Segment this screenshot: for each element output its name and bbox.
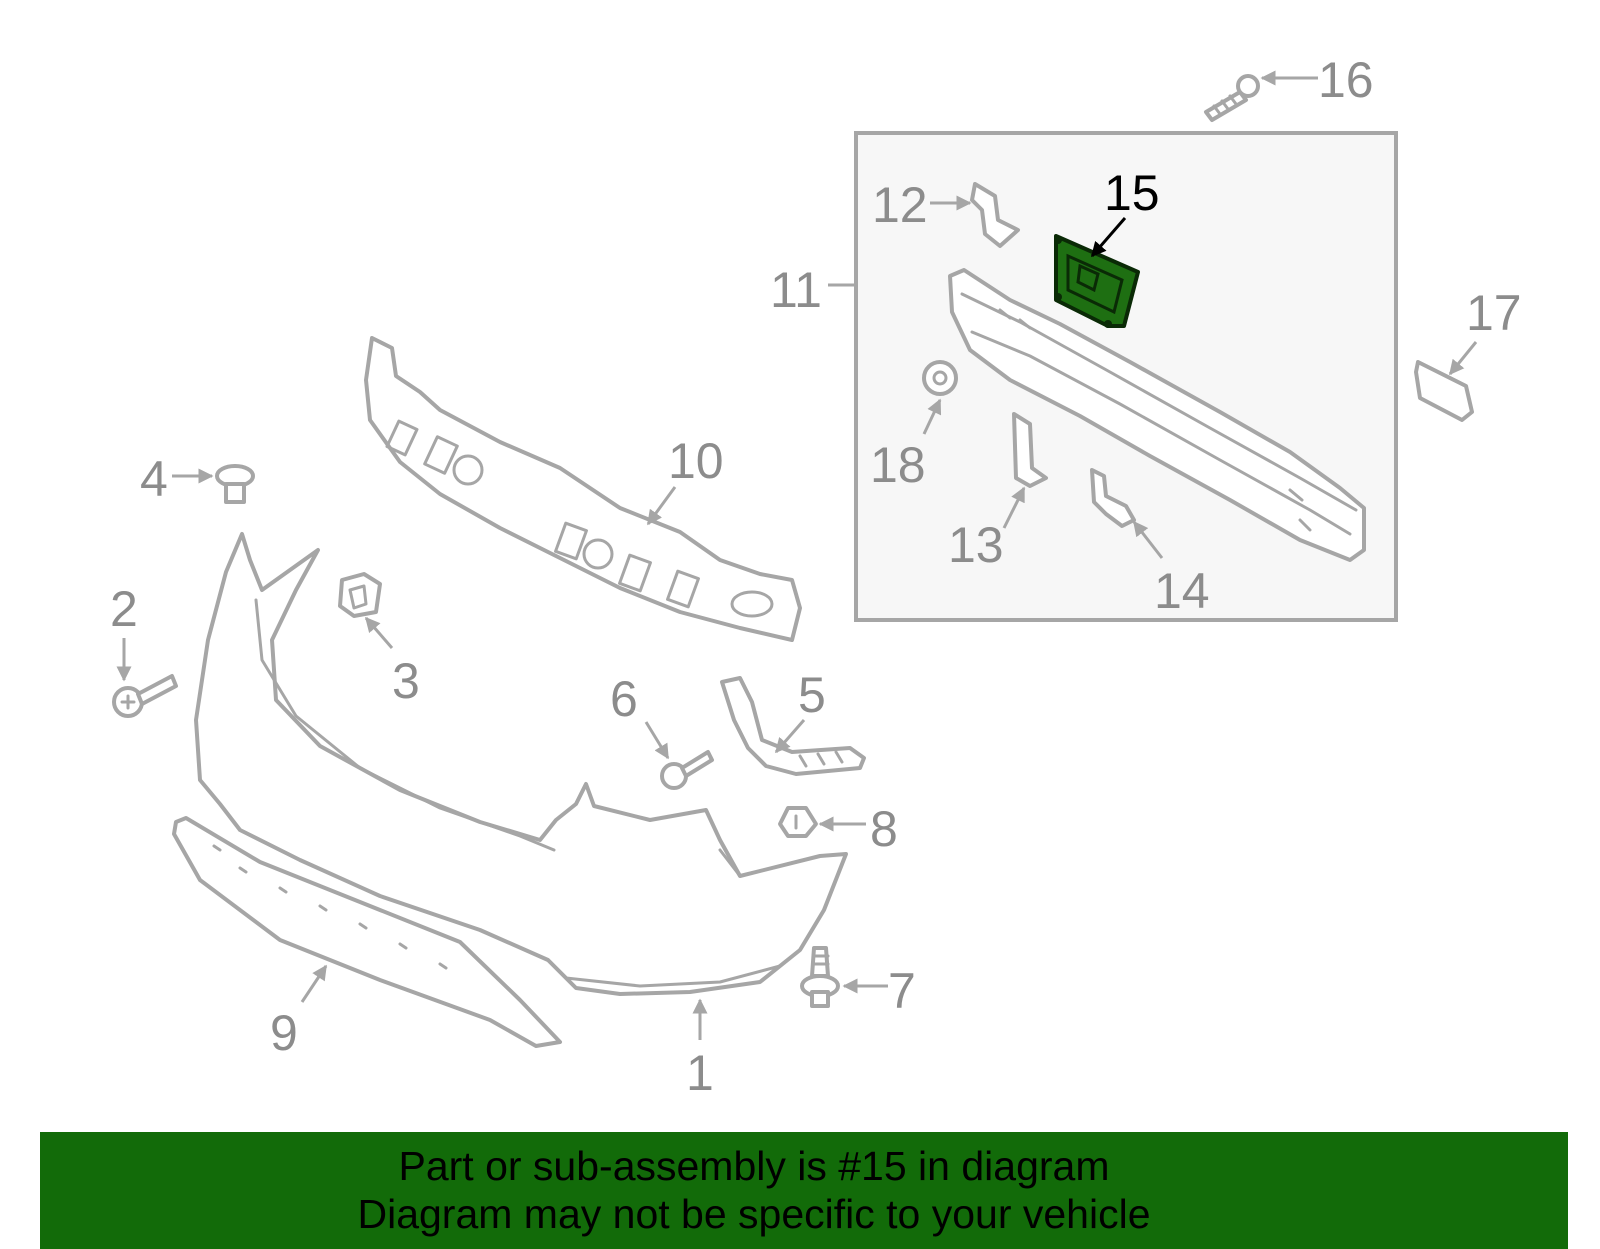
callout-10[interactable]: 10 (668, 433, 724, 489)
part-8-clip (778, 806, 818, 838)
callout-18[interactable]: 18 (870, 437, 926, 493)
banner-line-1: Part or sub-assembly is #15 in diagram (398, 1143, 1110, 1189)
part-11-reinforcement-beam (948, 268, 1366, 562)
callout-5[interactable]: 5 (798, 667, 826, 723)
part-1-bumper-cover (194, 532, 848, 996)
part-12-bracket (970, 182, 1020, 248)
callout-14[interactable]: 14 (1154, 563, 1210, 619)
callout-13[interactable]: 13 (948, 517, 1004, 573)
part-14-bracket (1090, 468, 1136, 528)
banner-line-2: Diagram may not be specific to your vehi… (357, 1191, 1151, 1237)
part-2-screw (112, 674, 178, 718)
callout-17[interactable]: 17 (1466, 285, 1522, 341)
callout-7[interactable]: 7 (888, 963, 916, 1019)
part-15-bracket-highlighted[interactable] (1054, 234, 1140, 328)
part-9-lower-moulding (172, 816, 562, 1048)
part-7-bolt (800, 946, 840, 1008)
part-5-bracket (720, 676, 866, 776)
part-16-bolt (1204, 74, 1260, 122)
part-18-nut (922, 360, 958, 396)
callout-16[interactable]: 16 (1318, 52, 1374, 108)
part-10-energy-absorber (364, 336, 802, 642)
part-4-clip (215, 464, 255, 504)
callout-8[interactable]: 8 (870, 801, 898, 857)
part-13-bracket (1012, 412, 1048, 488)
part-6-screw (660, 750, 714, 790)
callout-6[interactable]: 6 (610, 671, 638, 727)
callout-2[interactable]: 2 (110, 581, 138, 637)
callout-1[interactable]: 1 (686, 1045, 714, 1101)
callout-12[interactable]: 12 (872, 177, 928, 233)
callout-9[interactable]: 9 (270, 1005, 298, 1061)
part-17-bracket (1414, 360, 1474, 422)
callout-11[interactable]: 11 (770, 262, 822, 318)
callout-4[interactable]: 4 (140, 451, 168, 507)
info-banner: Part or sub-assembly is #15 in diagram D… (40, 1132, 1568, 1249)
callout-15[interactable]: 15 (1104, 165, 1160, 221)
part-3-clip (338, 572, 382, 618)
callout-3[interactable]: 3 (392, 653, 420, 709)
